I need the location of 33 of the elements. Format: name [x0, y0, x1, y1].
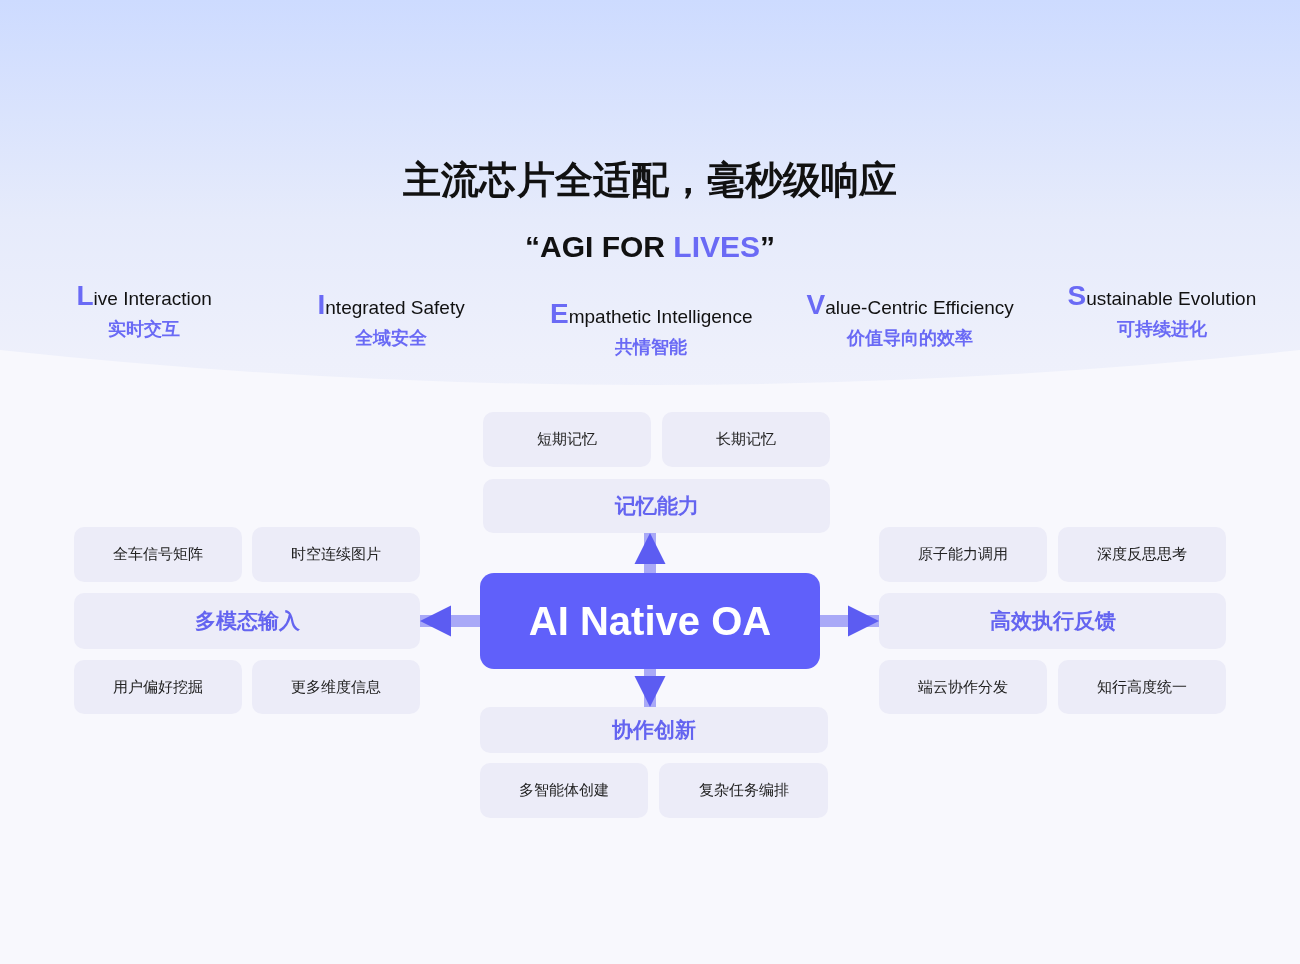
- pillar-heading: Sustainable Evolution: [1067, 280, 1257, 312]
- arrow: [820, 605, 879, 637]
- pillar-subtitle: 价值导向的效率: [847, 327, 973, 350]
- category-box: 高效执行反馈: [879, 593, 1226, 649]
- feature-box: 长期记忆: [662, 412, 830, 467]
- arrow: [420, 605, 480, 637]
- feature-box: 时空连续图片: [252, 527, 420, 582]
- arrow: [634, 533, 666, 573]
- pillar-subtitle: 可持续进化: [1117, 318, 1207, 341]
- pillar-subtitle: 全域安全: [355, 327, 427, 350]
- feature-box: 用户偏好挖掘: [74, 660, 242, 714]
- feature-box: 原子能力调用: [879, 527, 1047, 582]
- category-box: 协作创新: [480, 707, 828, 753]
- feature-box: 更多维度信息: [252, 660, 420, 714]
- feature-box: 知行高度统一: [1058, 660, 1226, 714]
- title: 主流芯片全适配，毫秒级响应: [403, 157, 897, 203]
- arrow: [634, 669, 666, 707]
- core-box: AI Native OA: [480, 573, 820, 669]
- pillar-heading: Value-Centric Efficiency: [806, 289, 1014, 321]
- feature-box: 全车信号矩阵: [74, 527, 242, 582]
- pillar-heading: Integrated Safety: [317, 289, 465, 321]
- slogan: “AGI FOR LIVES”: [525, 230, 776, 264]
- pillar-subtitle: 共情智能: [615, 336, 687, 359]
- feature-box: 深度反思思考: [1058, 527, 1226, 582]
- feature-box: 多智能体创建: [480, 763, 648, 818]
- feature-box: 短期记忆: [483, 412, 651, 467]
- feature-box: 端云协作分发: [879, 660, 1047, 714]
- pillar-heading: Empathetic Intelligence: [550, 298, 753, 330]
- category-box: 多模态输入: [74, 593, 420, 649]
- feature-box: 复杂任务编排: [659, 763, 828, 818]
- pillar-subtitle: 实时交互: [108, 318, 180, 341]
- category-box: 记忆能力: [483, 479, 830, 533]
- pillar-heading: Live Interaction: [76, 280, 212, 312]
